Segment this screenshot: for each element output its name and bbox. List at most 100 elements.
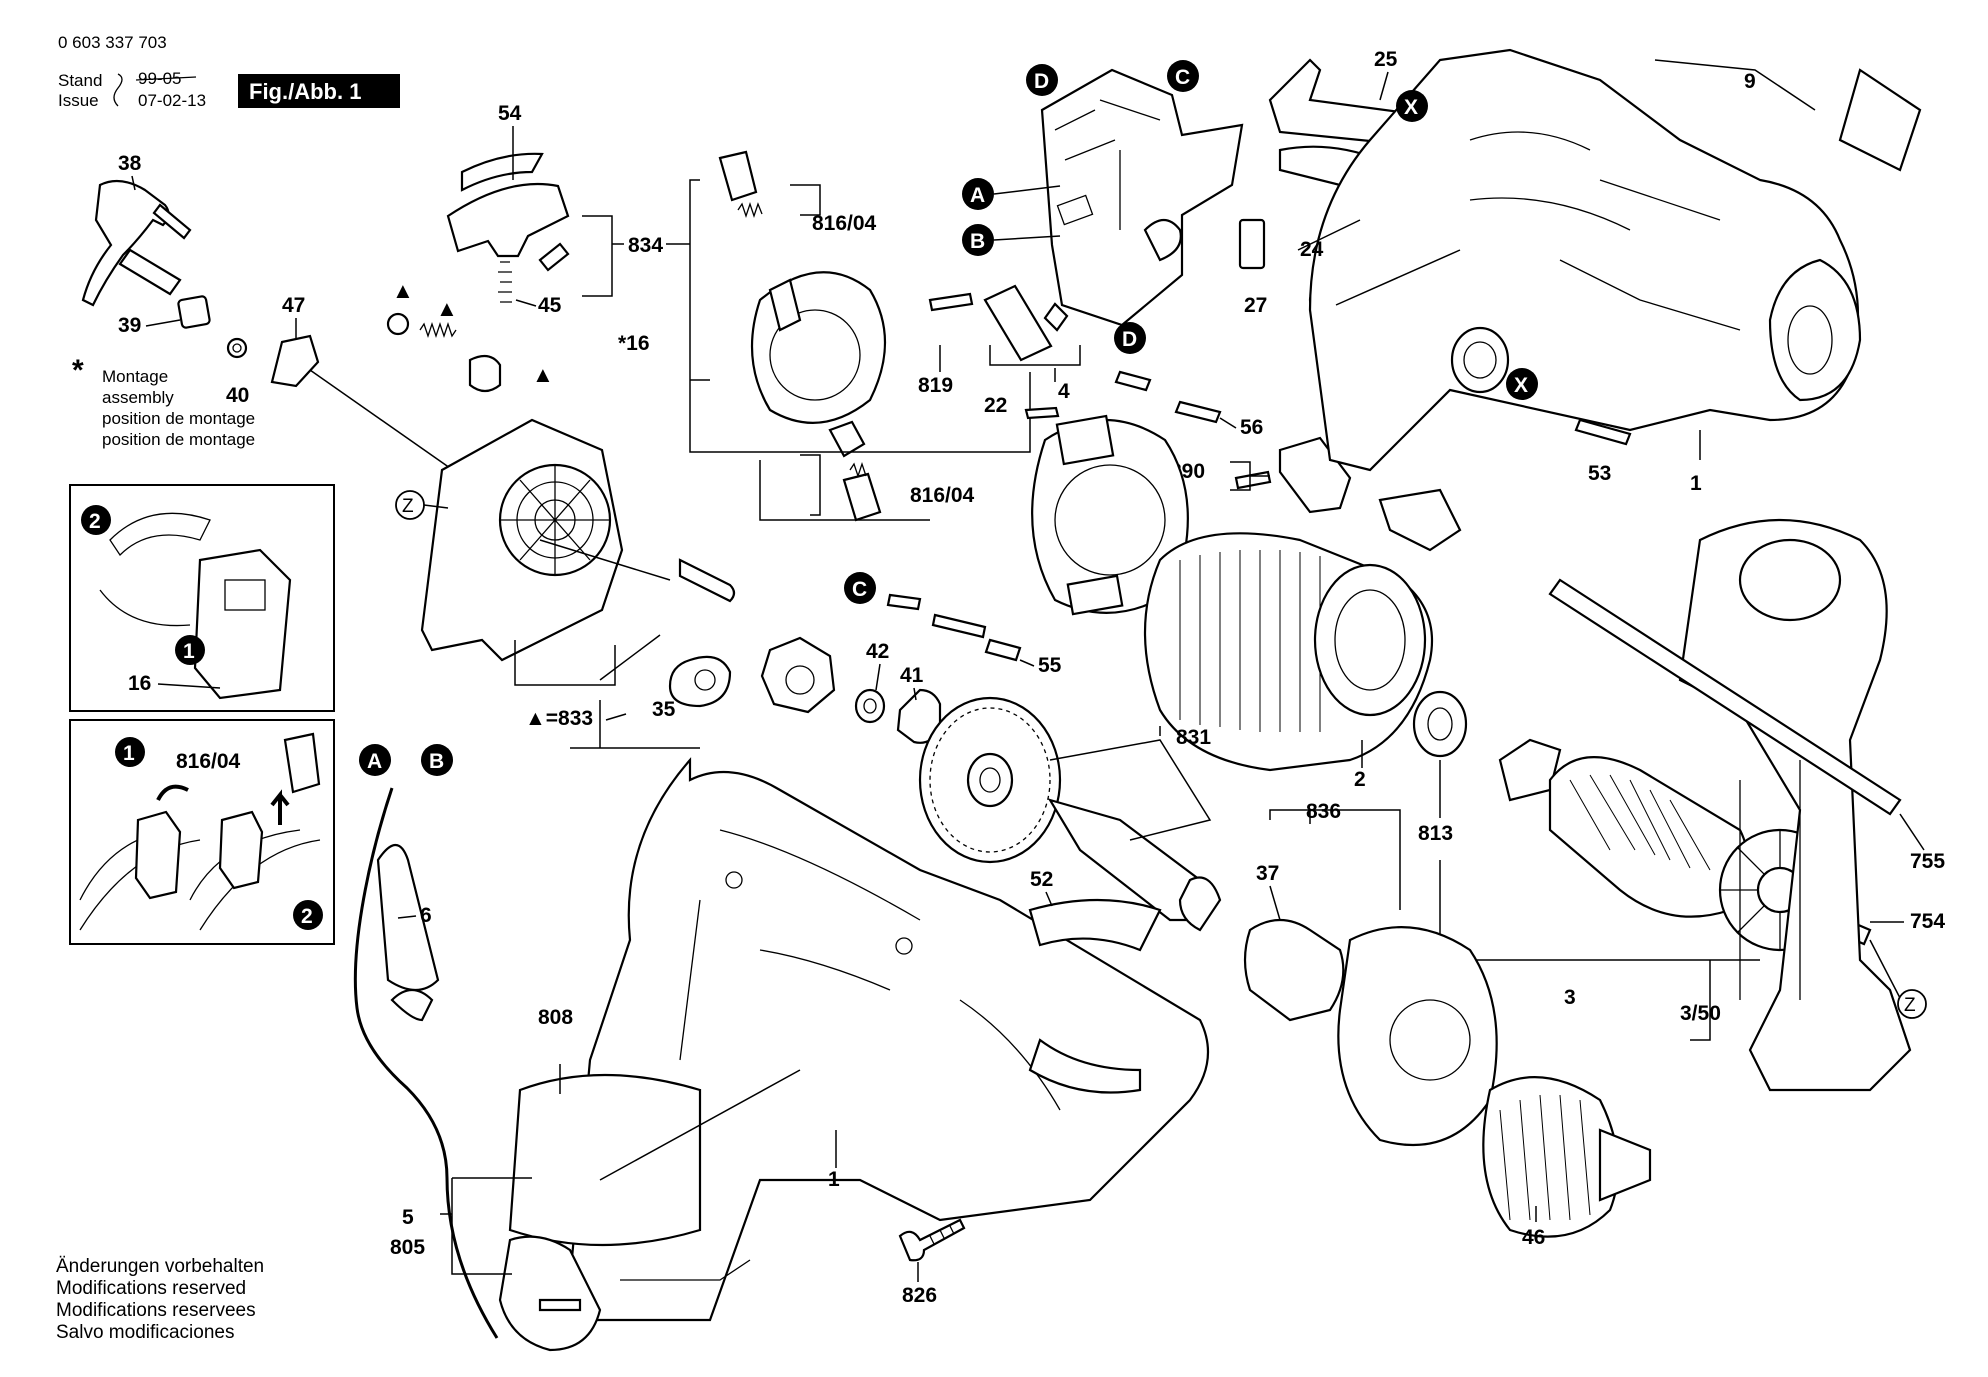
- inset1-step-2-bubble: 2: [81, 505, 111, 535]
- label-813: 813: [1418, 822, 1453, 845]
- label-47: 47: [282, 294, 305, 317]
- svg-text:B: B: [970, 230, 985, 253]
- assembly-note-line-1: Montage: [102, 367, 168, 386]
- bubble-a-upper: A: [962, 178, 994, 210]
- label-755: 755: [1910, 850, 1945, 873]
- svg-text:B: B: [429, 750, 444, 773]
- label-836: 836: [1306, 800, 1341, 823]
- svg-text:A: A: [970, 184, 985, 207]
- fig-badge: Fig./Abb. 1: [249, 79, 361, 104]
- label-45: 45: [538, 294, 562, 317]
- field-coil: [1143, 532, 1434, 772]
- bubble-b-cord: B: [421, 744, 453, 776]
- label-24: 24: [1300, 238, 1324, 261]
- label-808: 808: [538, 1006, 573, 1029]
- brush-cap-group: [446, 152, 624, 303]
- bearing-flange: [420, 418, 836, 749]
- name-plate-808: [508, 1064, 801, 1247]
- issue-label: Issue: [58, 91, 99, 110]
- power-cord: [353, 787, 602, 1352]
- gearbox-front: [1243, 809, 1652, 1238]
- svg-text:D: D: [1122, 328, 1137, 351]
- label-25: 25: [1374, 48, 1398, 71]
- label-55: 55: [1038, 654, 1062, 677]
- label-39: 39: [118, 314, 141, 337]
- label-38: 38: [118, 152, 142, 175]
- assembly-note-line-4: position de montage: [102, 430, 255, 449]
- triangle-marker-3: ▲: [532, 362, 554, 387]
- gear-and-shaft: [918, 696, 1222, 932]
- footer-line-4: Salvo modificaciones: [56, 1322, 234, 1343]
- label-37: 37: [1256, 862, 1279, 885]
- label-2: 2: [1354, 768, 1366, 791]
- footer-line-1: Änderungen vorbehalten: [56, 1256, 264, 1277]
- label-9: 9: [1744, 70, 1756, 93]
- inset1-part-16: 16: [128, 672, 151, 695]
- svg-text:Z: Z: [402, 496, 414, 517]
- assembly-star: *: [72, 354, 84, 387]
- brush-holder-group: [666, 150, 1031, 522]
- svg-text:D: D: [1034, 70, 1049, 93]
- issue-date: 07-02-13: [138, 91, 206, 110]
- bubble-c-mid: C: [844, 572, 876, 604]
- label-22: 22: [984, 394, 1007, 417]
- terminal-55: [886, 593, 1022, 662]
- label-46: 46: [1522, 1226, 1545, 1249]
- aux-handle: [1548, 518, 1912, 1092]
- inset2-step-2-bubble: 2: [293, 900, 323, 930]
- label-3: 3: [1564, 986, 1576, 1009]
- triangle-marker-1: ▲: [392, 278, 414, 303]
- brush-holder-ring: [1031, 414, 1189, 616]
- inset-brush-insert: 1 2 816/04: [69, 719, 335, 945]
- label-1-bottom: 1: [828, 1168, 840, 1191]
- bearing-813: [1412, 690, 1468, 758]
- svg-text:2: 2: [301, 905, 313, 928]
- footer-line-2: Modifications reserved: [56, 1278, 246, 1299]
- switch-group: [928, 68, 1244, 382]
- label-54: 54: [498, 102, 522, 125]
- label-831: 831: [1176, 726, 1211, 749]
- header-block: 0 603 337 703 Stand Issue 99-05 07-02-13…: [58, 33, 400, 110]
- strike-line: [135, 76, 197, 81]
- label-816-04-top: 816/04: [812, 212, 877, 235]
- label-826: 826: [902, 1284, 937, 1307]
- bubble-a-cord: A: [359, 744, 391, 776]
- label-42: 42: [866, 640, 889, 663]
- label-41: 41: [900, 664, 924, 687]
- label-27: 27: [1244, 294, 1267, 317]
- svg-text:X: X: [1514, 374, 1528, 397]
- label-834: 834: [628, 234, 663, 257]
- label-52: 52: [1030, 868, 1053, 891]
- assembly-note-line-2: assembly: [102, 388, 174, 407]
- bubble-x-top: X: [1396, 90, 1428, 122]
- label-16: *16: [618, 332, 650, 355]
- inset1-step-1-bubble: 1: [175, 635, 205, 665]
- label-754: 754: [1910, 910, 1945, 933]
- inset2-step-1-bubble: 1: [115, 737, 145, 767]
- bubble-b-upper: B: [962, 224, 994, 256]
- label-35: 35: [652, 698, 676, 721]
- lever-group: [81, 179, 451, 469]
- screw-826: [898, 1218, 966, 1262]
- inset2-part-816-04: 816/04: [176, 750, 241, 773]
- label-833: ▲=833: [525, 707, 593, 730]
- label-805: 805: [390, 1236, 425, 1259]
- bubble-d-upper: D: [1026, 64, 1058, 96]
- bubble-d-mid: D: [1114, 322, 1146, 354]
- bubble-x-mid: X: [1506, 368, 1538, 400]
- label-6: 6: [420, 904, 432, 927]
- label-3-50: 3/50: [1680, 1002, 1721, 1025]
- small-bearing-parts: ▲ ▲ ▲: [386, 278, 554, 393]
- label-53: 53: [1588, 462, 1611, 485]
- bubble-z-left: Z: [395, 490, 425, 520]
- svg-text:A: A: [367, 750, 382, 773]
- fig-badge-bg: [238, 74, 400, 108]
- svg-text:Z: Z: [1904, 995, 1916, 1016]
- label-40: 40: [226, 384, 249, 407]
- svg-text:1: 1: [183, 640, 195, 663]
- triangle-marker-2: ▲: [436, 296, 458, 321]
- footer-notes: Änderungen vorbehalten Modifications res…: [56, 1256, 264, 1343]
- svg-text:X: X: [1404, 96, 1418, 119]
- washer-group: [854, 688, 942, 744]
